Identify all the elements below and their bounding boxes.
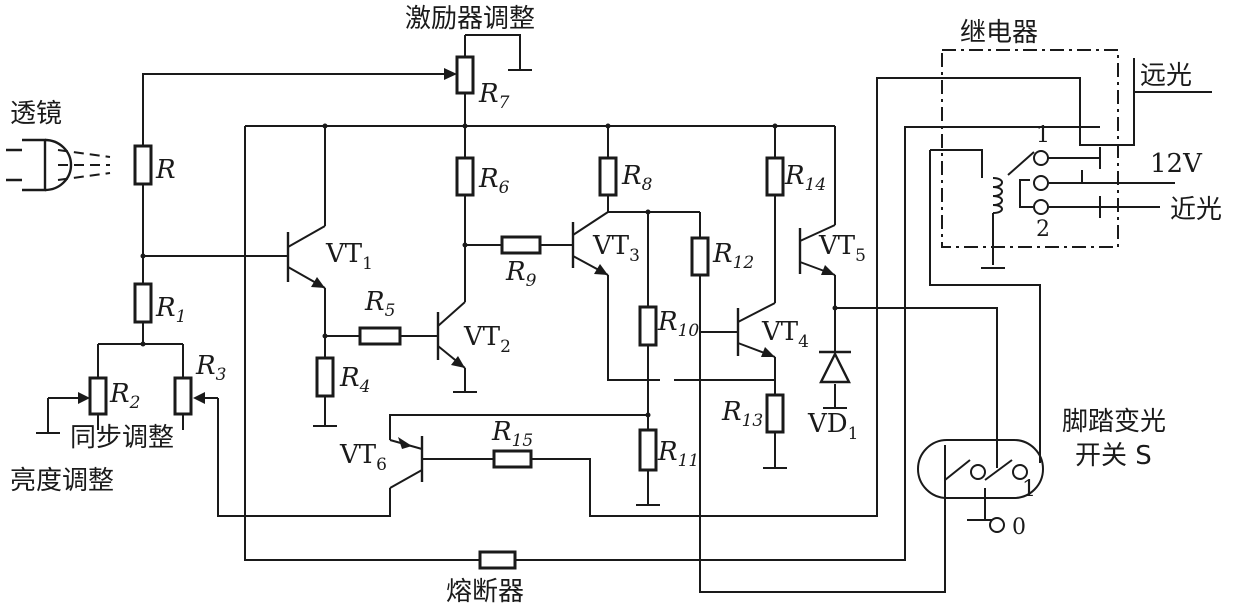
relay-contact-common (1033, 175, 1049, 191)
wiper-arrow-r3 (193, 392, 205, 404)
resistor-r13 (765, 393, 785, 434)
label-vt5: VT5 (818, 231, 866, 266)
switch-contact-0 (989, 517, 1005, 533)
transistor-vt1 (286, 225, 326, 289)
label-r6: R6 (478, 164, 510, 198)
resistor-r8 (598, 156, 618, 197)
resistor-r14 (765, 156, 785, 197)
label-r15: R15 (491, 417, 533, 451)
label-lens: 透镜 (10, 99, 62, 129)
resistor-r1 (133, 282, 153, 324)
transistor-vt5 (798, 224, 836, 276)
resistor-r3 (173, 376, 193, 416)
label-low-beam: 近光 (1170, 195, 1222, 225)
label-switch-contact-1: 1 (1022, 477, 1036, 502)
foot-dimmer-switch (917, 439, 1044, 533)
label-r2: R2 (109, 379, 140, 413)
label-vt2: VT2 (463, 322, 511, 357)
label-r5: R5 (364, 287, 395, 321)
label-high-beam: 远光 (1140, 61, 1192, 91)
fuse-body (478, 550, 517, 570)
wiper-arrow-r2 (78, 392, 90, 404)
resistor-r5 (358, 326, 402, 346)
foot-switch-enclosure (917, 439, 1044, 499)
label-r10: R10 (657, 307, 699, 341)
label-r3: R3 (195, 351, 226, 385)
transistor-vt2 (436, 301, 466, 369)
transistor-vt6 (389, 436, 424, 489)
label-r-photo: R (155, 155, 176, 185)
label-vt1: VT1 (325, 239, 373, 274)
diode-vd1 (819, 350, 851, 384)
label-r4: R4 (339, 363, 370, 397)
relay-assembly (941, 49, 1119, 248)
label-r8: R8 (621, 161, 653, 195)
label-sync-adjust: 同步调整 (70, 423, 174, 453)
wiper-arrow-r7 (444, 68, 457, 80)
switch-contact-left (970, 464, 986, 480)
label-r12: R12 (712, 239, 754, 273)
resistor-r12 (690, 236, 710, 277)
relay-contact-1 (1033, 150, 1049, 166)
transistor-vt4 (736, 302, 776, 358)
label-vt6: VT6 (339, 440, 387, 475)
label-foot-switch-line1: 脚踏变光 (1062, 407, 1166, 437)
transistor-vt3 (571, 211, 609, 276)
label-r13: R13 (721, 397, 763, 431)
resistor-r-photo (133, 144, 153, 186)
label-r7: R7 (478, 79, 510, 113)
label-r14: R14 (784, 161, 826, 195)
label-relay-contact-2: 2 (1036, 217, 1050, 242)
label-vt3: VT3 (592, 231, 640, 266)
label-r1: R1 (155, 293, 186, 327)
potentiometer-wipers (48, 68, 457, 404)
resistor-r9 (500, 235, 542, 255)
resistor-r11 (638, 428, 658, 472)
resistor-r7 (455, 55, 475, 95)
label-exciter-adjust: 激励器调整 (405, 4, 535, 34)
switch-contact-1 (1012, 464, 1028, 480)
resistor-r4 (315, 356, 335, 398)
label-fuse: 熔断器 (446, 577, 524, 607)
lens-symbol (6, 138, 111, 192)
relay-coil (992, 177, 1003, 214)
resistor-r6 (455, 156, 475, 197)
resistor-r10 (638, 305, 658, 347)
label-relay-contact-1: 1 (1036, 123, 1050, 148)
label-brightness-adjust: 亮度调整 (10, 466, 114, 496)
resistor-r2 (88, 376, 108, 416)
label-vt4: VT4 (761, 317, 809, 352)
relay-contact-2 (1033, 199, 1049, 215)
label-r9: R9 (505, 257, 537, 291)
resistor-bodies (88, 55, 785, 570)
label-vd1: VD1 (807, 409, 858, 444)
label-foot-switch-line2: 开关 S (1075, 441, 1152, 471)
relay-enclosure (941, 49, 1119, 248)
resistor-r15 (492, 449, 533, 469)
label-switch-contact-0: 0 (1012, 515, 1026, 540)
text-labels: 激励器调整 继电器 远光 近光 12V 透镜 同步调整 亮度调整 熔断器 脚踏变… (10, 4, 1222, 607)
circuit-wiring (36, 34, 1212, 593)
label-supply-12v: 12V (1150, 149, 1203, 179)
junction-dots (140, 123, 838, 418)
label-r11: R11 (657, 437, 699, 471)
label-relay: 继电器 (960, 18, 1038, 48)
transistors (286, 211, 836, 489)
